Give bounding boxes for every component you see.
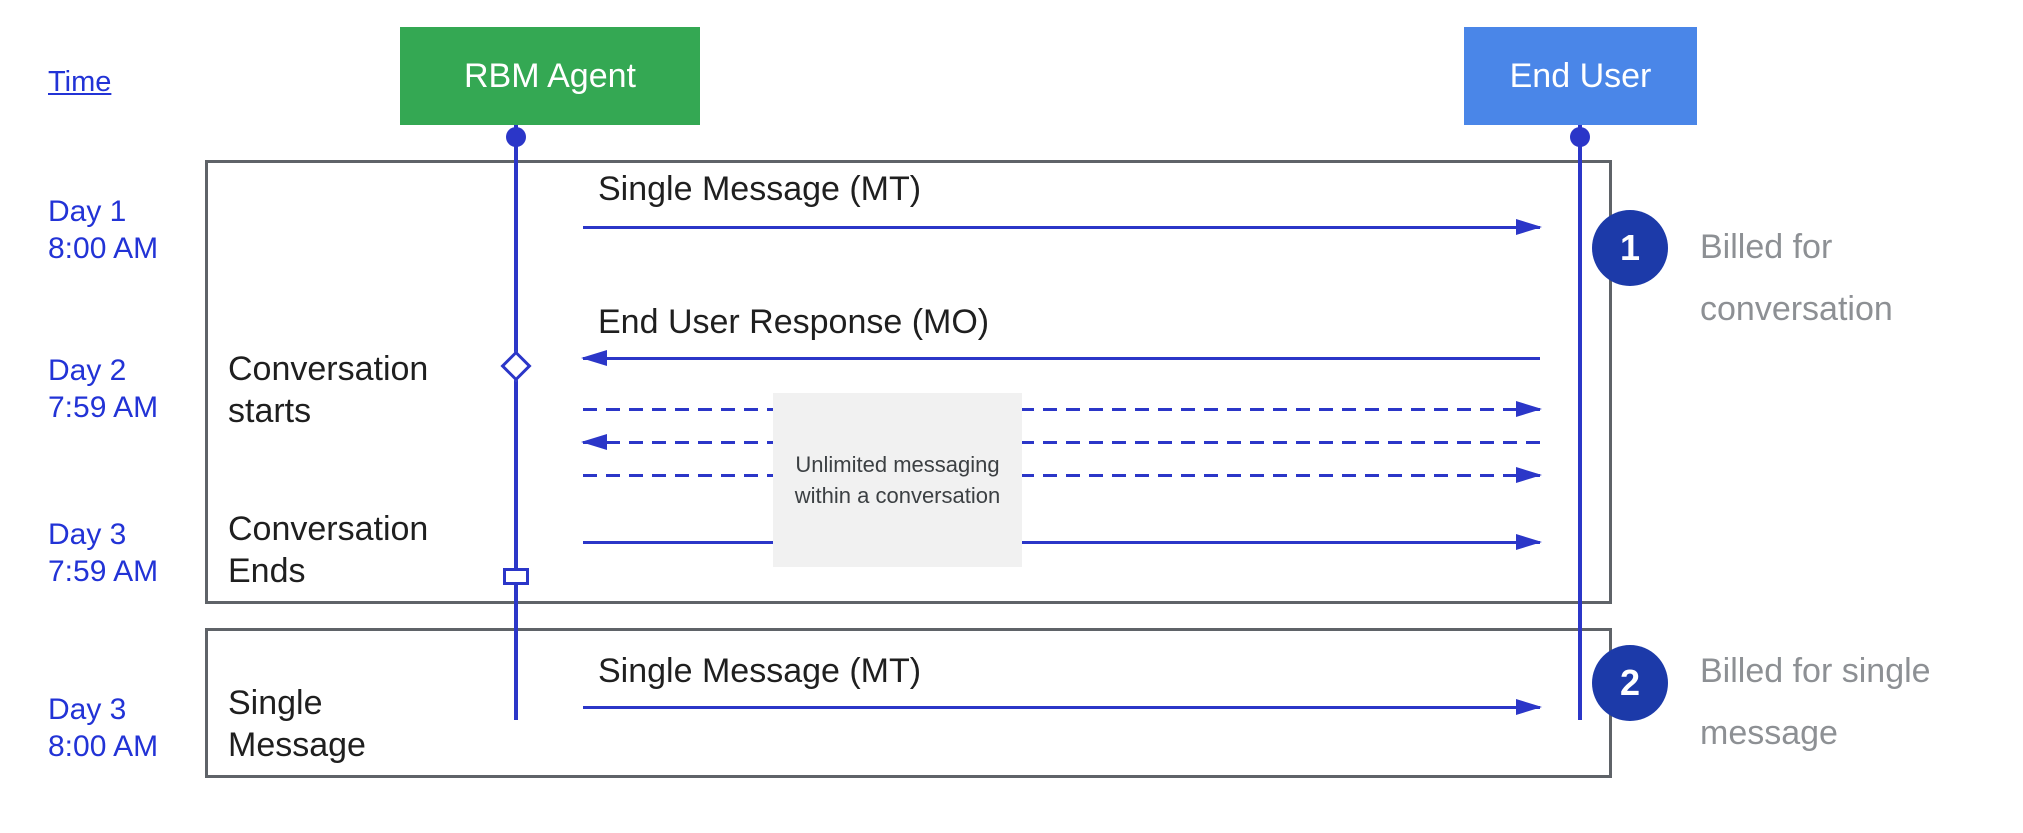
timestamp-day: Day 2	[48, 354, 127, 387]
rbm-lifeline-dot-icon	[506, 127, 526, 147]
conversation-starts-label: Conversation starts	[228, 350, 429, 430]
message-label-single-message-mt: Single Message (MT)	[598, 170, 922, 208]
unlimited-messaging-note: Unlimited messaging within a conversatio…	[773, 393, 1022, 567]
message-arrow-end-user-response-mo	[581, 350, 1540, 366]
message-arrow-single-message-mt	[583, 219, 1542, 235]
message-label-end-user-response-mo: End User Response (MO)	[598, 303, 990, 341]
billing-badge-1: 1	[1592, 210, 1668, 286]
dashed-message-arrow-outbound-2	[583, 467, 1542, 483]
actor-box-end-user: End User	[1464, 27, 1697, 125]
actor-box-rbm-agent: RBM Agent	[400, 27, 700, 125]
conversation-ends-label: Conversation Ends	[228, 510, 429, 590]
left-arrowhead-icon	[581, 350, 607, 366]
billing-badge-2-number: 2	[1619, 662, 1641, 703]
billing-badge-2: 2	[1592, 645, 1668, 721]
left-arrowhead-icon	[581, 434, 607, 450]
rbm-agent-lifeline	[514, 125, 518, 720]
conversation-end-marker-icon	[503, 568, 529, 585]
single-message-event-label: Single Message	[228, 684, 366, 764]
timestamp-day3-end: Day 3 7:59 AM	[48, 516, 158, 590]
actor-label-rbm-agent: RBM Agent	[464, 56, 636, 95]
right-arrowhead-icon	[1516, 219, 1542, 235]
time-axis-label: Time	[48, 66, 112, 98]
timestamp-time: 8:00 AM	[48, 232, 159, 265]
single-message-frame	[205, 628, 1612, 778]
right-arrowhead-icon	[1516, 467, 1542, 483]
message-label-single-message-mt-2: Single Message (MT)	[598, 652, 922, 690]
timestamp-time: 8:00 AM	[48, 730, 159, 763]
end-user-lifeline-dot-icon	[1570, 127, 1590, 147]
message-arrow-last-outbound	[583, 534, 1542, 550]
timestamp-day2: Day 2 7:59 AM	[48, 352, 158, 426]
actor-label-end-user: End User	[1509, 56, 1652, 95]
dashed-message-arrow-inbound	[581, 434, 1540, 450]
conversation-frame	[205, 160, 1612, 604]
billing-badge-1-number: 1	[1619, 227, 1641, 268]
timestamp-day1: Day 1 8:00 AM	[48, 193, 158, 267]
end-user-lifeline	[1578, 125, 1582, 720]
right-arrowhead-icon	[1516, 699, 1542, 715]
timestamp-time: 7:59 AM	[48, 391, 159, 424]
right-arrowhead-icon	[1516, 401, 1542, 417]
timestamp-time: 7:59 AM	[48, 555, 159, 588]
timestamp-day: Day 3	[48, 693, 127, 726]
billed-for-single-message-label: Billed for single message	[1700, 652, 1931, 752]
unlimited-messaging-note-text: Unlimited messaging within a conversatio…	[794, 452, 1001, 508]
right-arrowhead-icon	[1516, 534, 1542, 550]
dashed-message-arrow-outbound-1	[583, 401, 1542, 417]
billed-for-conversation-label: Billed for conversation	[1700, 228, 1893, 328]
timestamp-day3-single: Day 3 8:00 AM	[48, 691, 158, 765]
timestamp-day: Day 1	[48, 195, 127, 228]
message-arrow-single-message-mt-2	[583, 699, 1542, 715]
timestamp-day: Day 3	[48, 518, 127, 551]
